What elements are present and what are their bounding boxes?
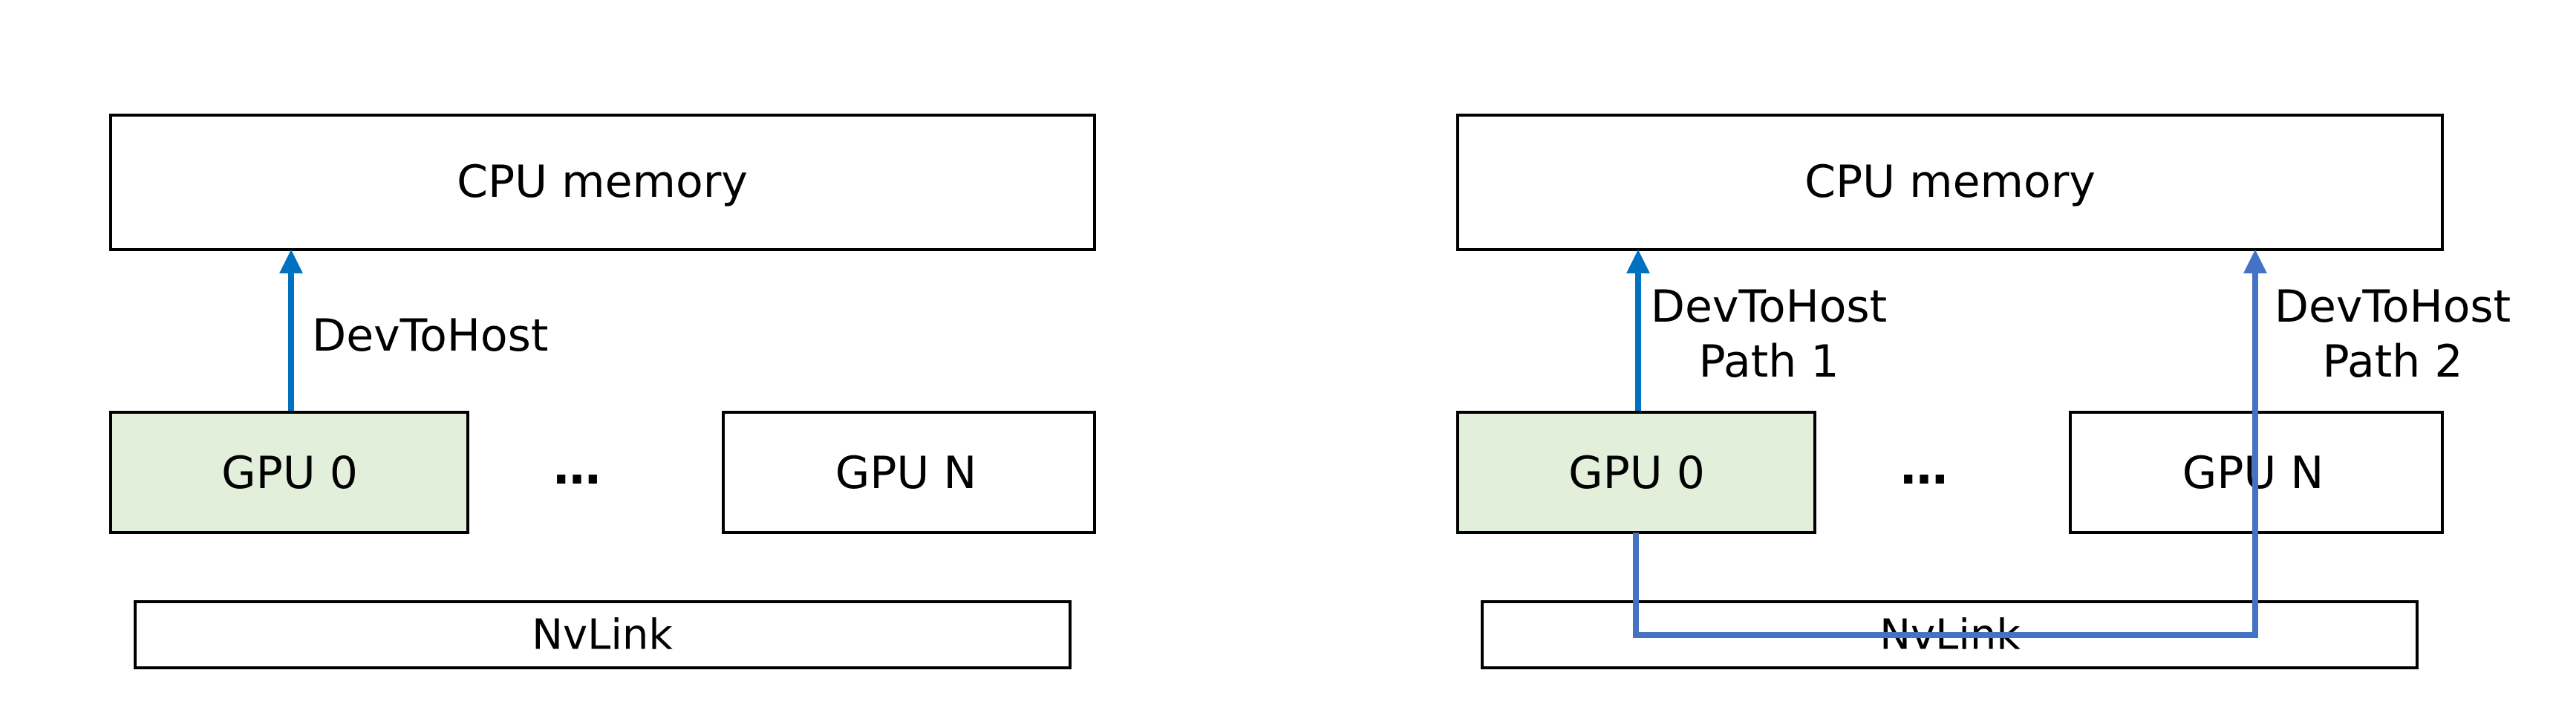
left-gpu0-box bbox=[109, 411, 469, 534]
left-ellipsis: … bbox=[553, 440, 601, 495]
left-gpun-box bbox=[722, 411, 1096, 534]
right-path1-label-line1: DevToHost bbox=[1651, 281, 1887, 333]
right-gpu0-box bbox=[1456, 411, 1816, 534]
right-diagram: CPU memory GPU 0 … GPU N NvLink DevToHos… bbox=[1456, 114, 2511, 669]
left-nvlink-label: NvLink bbox=[532, 611, 673, 660]
right-cpu-memory-box bbox=[1456, 114, 2444, 251]
right-path1-label-line2: Path 1 bbox=[1698, 336, 1839, 388]
left-gpu0-label: GPU 0 bbox=[221, 447, 358, 499]
right-path2-label-line2: Path 2 bbox=[2322, 336, 2462, 388]
left-diagram: CPU memory GPU 0 … GPU N NvLink DevToHos… bbox=[109, 114, 1096, 669]
right-gpu0-label: GPU 0 bbox=[1568, 447, 1705, 499]
left-cpu-memory-label: CPU memory bbox=[457, 156, 748, 208]
left-gpun-label: GPU N bbox=[835, 447, 977, 499]
right-path2-arrow bbox=[1633, 250, 2267, 638]
right-cpu-memory-label: CPU memory bbox=[1804, 156, 2096, 208]
right-ellipsis: … bbox=[1900, 440, 1948, 495]
right-path2-label-line1: DevToHost bbox=[2275, 281, 2511, 333]
left-devtohost-label: DevToHost bbox=[312, 310, 548, 362]
left-cpu-memory-box bbox=[109, 114, 1096, 251]
left-nvlink-bar bbox=[134, 600, 1072, 669]
